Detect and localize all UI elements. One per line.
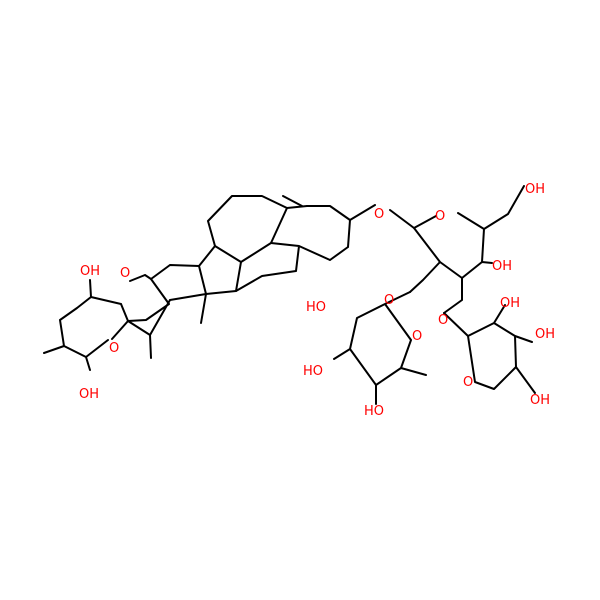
bond-lines xyxy=(43,185,536,405)
ring-a xyxy=(235,205,351,292)
double-bond-c5-c6 xyxy=(282,195,308,209)
atom-o-spiro-ring: O xyxy=(109,341,119,356)
atom-o-glucose-ring: O xyxy=(435,209,445,224)
atom-o-glucose-c2: O xyxy=(384,293,394,308)
ring-f xyxy=(43,279,129,371)
atom-oh-glucose-c4: OH xyxy=(492,259,512,274)
atom-oh-rha-2: HO xyxy=(306,300,326,315)
atom-o-rhamnose-ring: O xyxy=(412,329,422,344)
atom-oh-rha-3: HO xyxy=(303,364,323,379)
atom-oh-rha-4: HO xyxy=(364,404,384,419)
atom-labels: OH OH O O O O OH OH O O O HO HO HO O OH … xyxy=(79,182,555,419)
ring-rhamnose xyxy=(333,291,427,405)
atom-oh-spiro-bottom: OH xyxy=(79,387,99,402)
atom-o-furan: O xyxy=(120,266,130,281)
atom-oh-glucose-ch2: OH xyxy=(525,182,545,197)
ring-xylose xyxy=(443,304,536,394)
glycosidic-bond xyxy=(349,204,415,229)
ring-c xyxy=(198,245,242,295)
atom-oh-spiro-top: OH xyxy=(80,264,100,279)
ring-d xyxy=(150,264,207,324)
atom-o-glucose-c3: O xyxy=(438,313,448,328)
atom-oh-xyl-3: OH xyxy=(535,327,555,342)
atom-o-xylose-ring: O xyxy=(463,375,473,390)
atom-o-glycosidic: O xyxy=(374,207,384,222)
atom-oh-xyl-4: OH xyxy=(530,393,550,408)
ring-e xyxy=(127,274,171,359)
atom-oh-xyl-2: OH xyxy=(500,296,520,311)
ring-b xyxy=(207,195,288,263)
ring-glucose xyxy=(409,185,525,314)
